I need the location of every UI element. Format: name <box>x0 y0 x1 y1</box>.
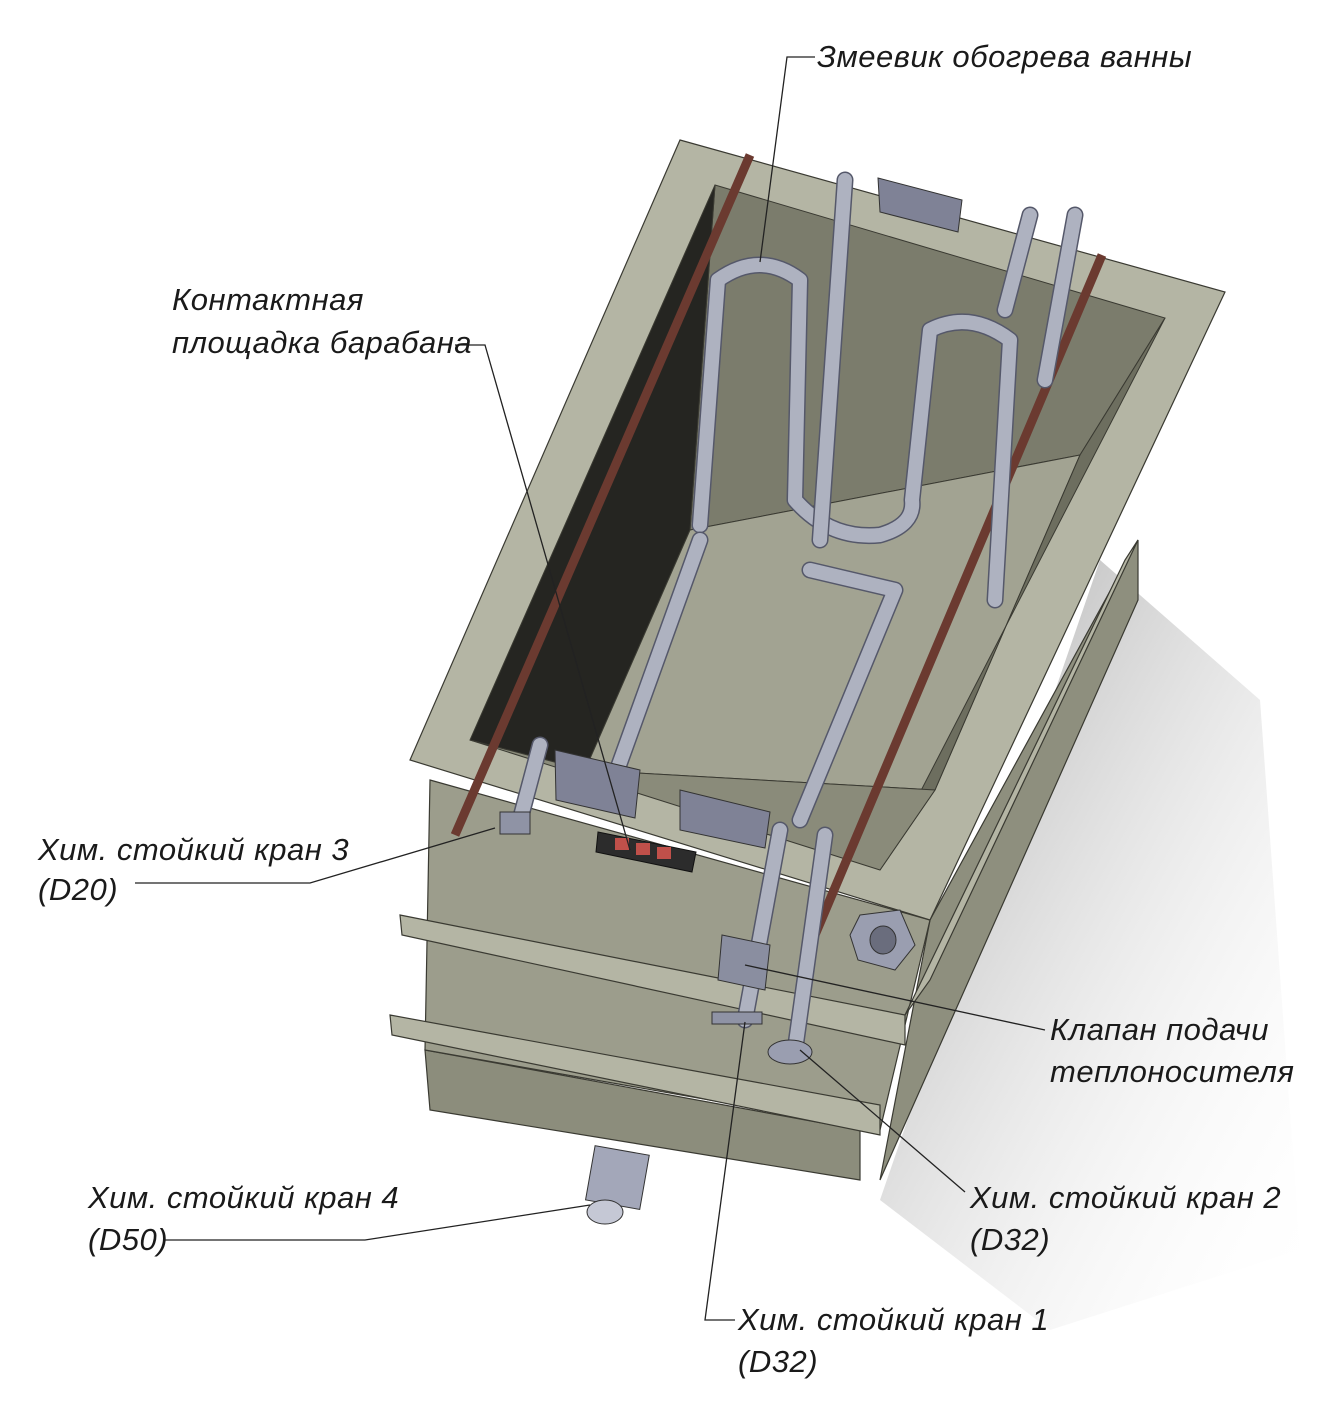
supply-valve <box>711 934 771 1025</box>
label-valve4-1: Хим. стойкий кран 4 <box>87 1180 399 1215</box>
leader-valve3 <box>135 827 496 884</box>
leader-contact-pad <box>455 344 631 851</box>
label-valve3-1: Хим. стойкий кран 3 <box>37 832 349 867</box>
lower-ledge <box>389 1014 881 1136</box>
label-valve1-2: (D32) <box>738 1344 818 1379</box>
label-valve2-2: (D32) <box>970 1222 1050 1257</box>
support-saddle <box>554 749 641 819</box>
leader-valve1 <box>704 1021 746 1321</box>
tank-right-side <box>879 539 1139 1181</box>
leader-supply-valve <box>744 964 1046 1031</box>
contact-pad <box>595 831 697 873</box>
label-valve1-1: Хим. стойкий кран 1 <box>737 1302 1049 1337</box>
bus-bar-left <box>450 153 755 837</box>
support-saddle <box>679 789 771 849</box>
label-supply-valve-2: теплоносителя <box>1050 1054 1294 1089</box>
valve-3 <box>499 736 549 835</box>
pipes-front <box>736 821 834 1059</box>
label-coil: Змеевик обогрева ванны <box>817 39 1192 74</box>
tank-front-lower <box>424 1049 861 1181</box>
support-saddle <box>877 177 963 233</box>
label-supply-valve-1: Клапан подачи <box>1050 1012 1269 1047</box>
right-ledge <box>904 539 1139 1016</box>
label-contact-pad-2: площадка барабана <box>172 325 472 360</box>
drop-shadow <box>880 560 1300 1330</box>
valve-2 <box>767 1039 813 1065</box>
label-contact-pad-1: Контактная <box>172 282 364 317</box>
label-valve3-2: (D20) <box>38 872 118 907</box>
flange-fitting <box>849 909 916 971</box>
label-valve4-2: (D50) <box>88 1222 168 1257</box>
heating-coil <box>601 171 1084 829</box>
label-valve2-1: Хим. стойкий кран 2 <box>969 1180 1281 1215</box>
valve-4 <box>584 1145 650 1225</box>
leader-valve2 <box>799 1049 966 1193</box>
leader-coil <box>759 56 815 263</box>
leader-valve4 <box>165 1204 591 1241</box>
